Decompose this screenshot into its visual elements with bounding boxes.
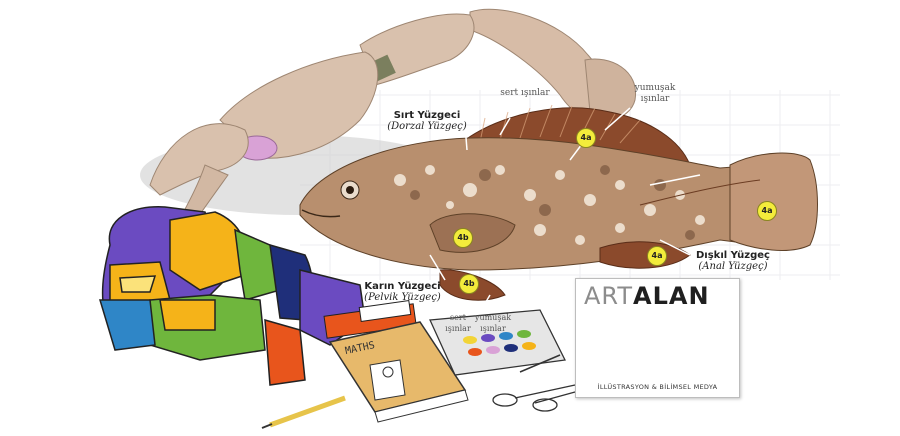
pelvic-soft-line2: ışınlar <box>480 324 506 333</box>
stationery-illustration <box>261 300 576 429</box>
tag-dorsal-fin: 4a <box>576 128 596 148</box>
colorful-block-illustration <box>98 206 366 386</box>
dorsal-fin-latin: (Dorzal Yüzgeç) <box>387 121 467 132</box>
pelvic-fin-label: Karın Yüzgeci (Pelvik Yüzgeç) <box>360 281 445 303</box>
dorsal-fin-title: Sırt Yüzgeci <box>393 110 461 121</box>
fish-body <box>299 137 818 301</box>
anal-fin-label: Dışkıl Yüzgeç (Anal Yüzgeç) <box>688 250 778 272</box>
dorsal-fin-label: Sırt Yüzgeci (Dorzal Yüzgeç) <box>372 110 482 132</box>
artalan-logo: ARTALAN İLLÜSTRASYON & BİLİMSEL MEDYA <box>575 278 740 398</box>
logo-brand-part1: ART <box>584 282 634 310</box>
tag-pectoral-fin: 4b <box>453 228 473 248</box>
tag-tail-fin: 4a <box>757 201 777 221</box>
pelvic-hard-line2: ışınlar <box>445 324 471 333</box>
tag-anal-fin: 4a <box>647 246 667 266</box>
logo-brand: ARTALAN <box>584 282 710 310</box>
pelvic-hard-rays-label: sert ışınlar <box>438 312 478 334</box>
anal-fin-latin: (Anal Yüzgeç) <box>698 261 768 272</box>
dorsal-soft-rays-label: yumuşak ışınlar <box>625 83 685 105</box>
dorsal-hard-rays-label: sert ışınlar <box>500 88 550 98</box>
anal-fin-title: Dışkıl Yüzgeç <box>696 250 770 261</box>
dorsal-soft-line2: ışınlar <box>640 94 670 104</box>
pelvic-fin-latin: (Pelvik Yüzgeç) <box>364 292 441 303</box>
dorsal-soft-line1: yumuşak <box>634 83 676 93</box>
tag-pelvic-fin: 4b <box>459 274 479 294</box>
pelvic-fin-title: Karın Yüzgeci <box>364 281 441 292</box>
logo-brand-part2: ALAN <box>633 282 710 310</box>
leader-lines <box>429 107 701 313</box>
logo-tagline: İLLÜSTRASYON & BİLİMSEL MEDYA <box>597 383 718 391</box>
pelvic-hard-line1: sert <box>450 313 466 322</box>
pelvic-soft-line1: yumuşak <box>474 313 512 322</box>
pelvic-soft-rays-label: yumuşak ışınlar <box>470 312 516 334</box>
